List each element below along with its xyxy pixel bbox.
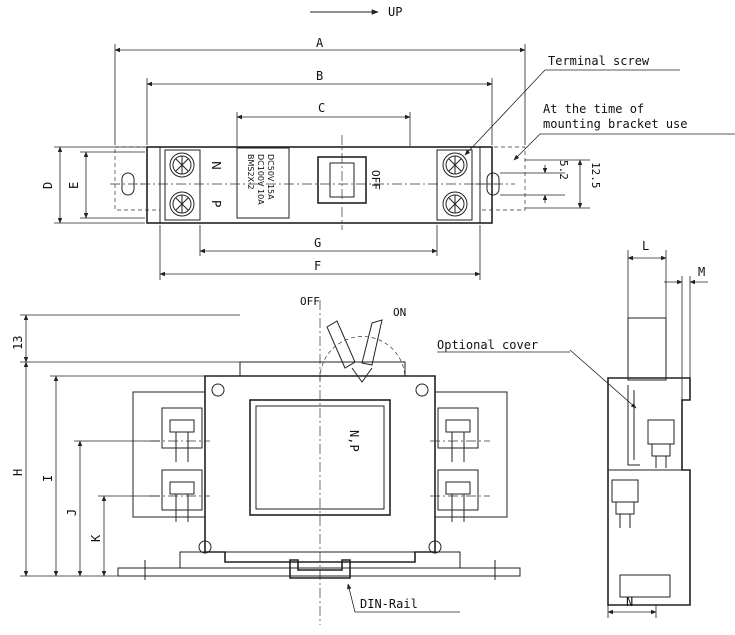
dim-13: 13 (11, 336, 25, 350)
terminal-screw-right-bottom (442, 191, 468, 217)
bracket-callout-line1: At the time of (543, 102, 644, 116)
side-view (607, 317, 691, 606)
dim-g: G (314, 236, 321, 250)
dim-m: M (698, 265, 705, 279)
din-rail (289, 559, 351, 579)
dim-i: I (41, 475, 55, 482)
front-view (117, 300, 521, 625)
terminal-screw-left-bottom (169, 191, 195, 217)
dim-h: H (11, 469, 25, 476)
dim-12-5: 12.5 (589, 162, 602, 189)
pole-n-label: N (209, 161, 223, 170)
dim-e: E (67, 182, 81, 189)
handle-off (326, 320, 356, 369)
up-label: UP (388, 5, 402, 19)
bracket-callout-line2: mounting bracket use (543, 117, 688, 131)
nameplate-model: BMS2X-2 (246, 154, 255, 190)
dim-c: C (318, 101, 325, 115)
dim-5-2: 5.2 (557, 160, 570, 180)
dim-a: A (316, 36, 324, 50)
dim-d: D (41, 182, 55, 189)
dim-b: B (316, 69, 323, 83)
front-window (249, 399, 391, 516)
handle-off-label: OFF (300, 295, 320, 308)
front-np-label: N,P (347, 430, 361, 452)
side-handle (627, 317, 667, 381)
callout-leaders-top (464, 69, 735, 161)
terminal-screw-callout: Terminal screw (548, 54, 650, 68)
din-rail-callout: DIN-Rail (360, 597, 418, 611)
dim-j: J (65, 509, 79, 516)
dim-k: K (89, 534, 103, 542)
dim-lines-side (569, 250, 708, 618)
terminal-screw-left-top (169, 152, 195, 178)
dim-lines-top (54, 44, 590, 280)
optional-cover-callout: Optional cover (437, 338, 538, 352)
handle-on (361, 319, 383, 366)
top-body (146, 146, 493, 224)
nameplate-rating-2: DC50V 15A (266, 154, 275, 200)
front-terminal-left-top (161, 407, 203, 449)
front-terminal-right-top (437, 407, 479, 449)
front-terminal-left-bottom (161, 469, 203, 511)
toggle-off-label: OFF (369, 170, 382, 190)
dim-lines-front (20, 314, 240, 577)
side-body (607, 377, 691, 606)
mounting-base (117, 567, 521, 577)
front-terminal-right-bottom (437, 469, 479, 511)
top-view (110, 135, 526, 230)
dim-f: F (314, 259, 321, 273)
nameplate-rating-1: DC100V 10A (256, 154, 265, 205)
terminal-screw-right-top (442, 152, 468, 178)
dim-n: N (626, 595, 633, 609)
dim-l: L (642, 239, 649, 253)
nameplate (236, 147, 290, 219)
pole-p-label: P (209, 200, 223, 207)
handle-on-label: ON (393, 306, 406, 319)
